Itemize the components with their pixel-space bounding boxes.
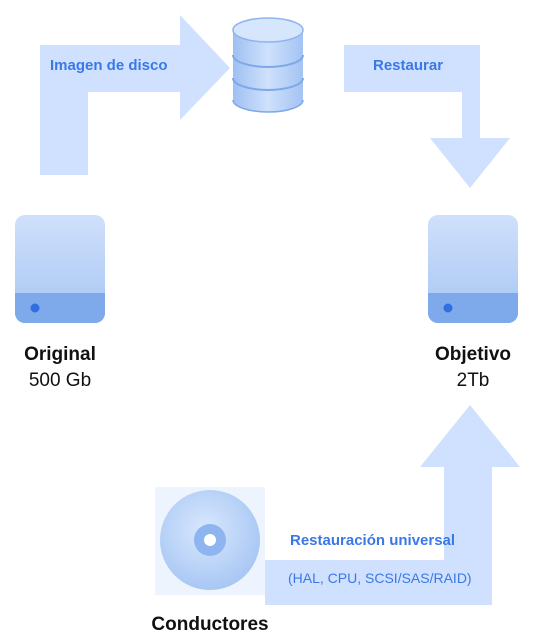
source-drive-name: Original (24, 344, 96, 365)
universal-restore-arrow (265, 405, 520, 605)
target-drive-name: Objetivo (434, 344, 511, 365)
target-drive-capacity: 2Tb (456, 370, 490, 391)
source-drive-capacity: 500 Gb (28, 370, 92, 391)
optical-disc-icon (155, 487, 265, 595)
database-icon (232, 17, 304, 113)
disk-image-arrow (40, 15, 230, 175)
restore-arrow (344, 45, 510, 188)
drivers-disc-name: Conductores (151, 614, 269, 635)
restore-label: Restaurar (373, 57, 444, 74)
target-drive-icon (428, 215, 518, 323)
disk-image-label: Imagen de disco (50, 57, 168, 74)
source-drive-icon (15, 215, 105, 323)
universal-restore-label: Restauración universal (290, 532, 456, 549)
universal-restore-note: (HAL, CPU, SCSI/SAS/RAID) (288, 570, 472, 586)
